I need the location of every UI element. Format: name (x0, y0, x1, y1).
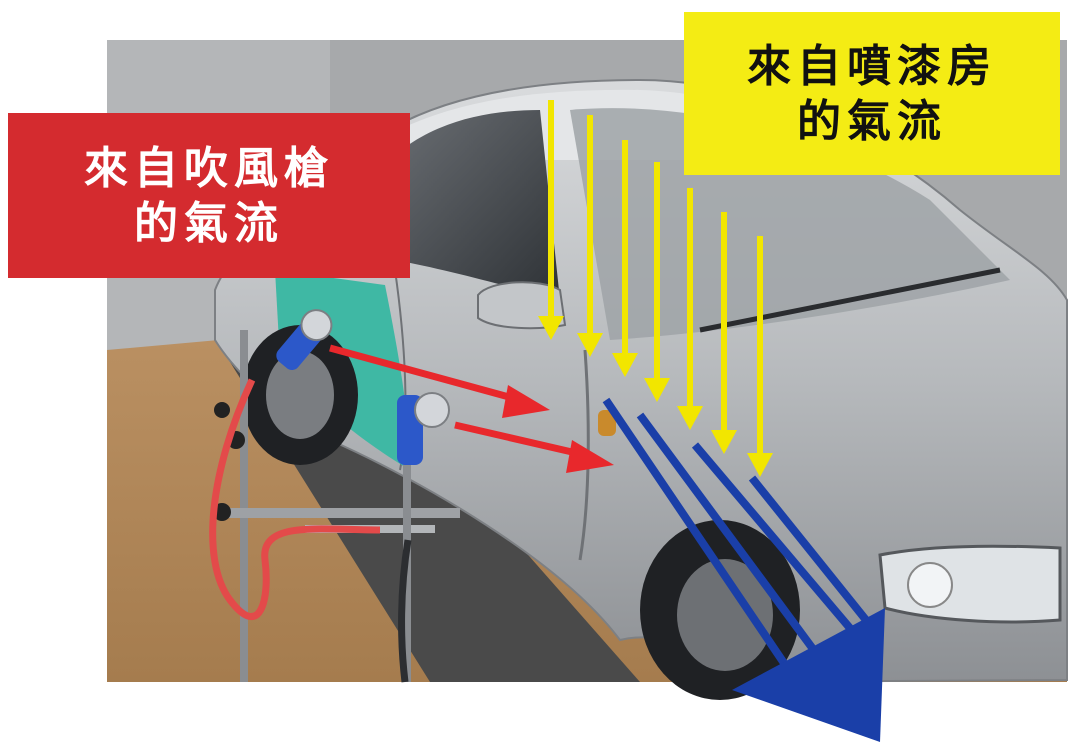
booth-airflow-arrows (548, 100, 763, 455)
combined-line-3 (691, 442, 864, 643)
gun-arrow-1-shaft (329, 344, 521, 404)
car-side-window (380, 110, 560, 300)
booth-arrowhead-4 (644, 378, 670, 402)
headlight-lens (907, 562, 953, 608)
stand-crossbar (225, 508, 460, 518)
gun-airflow-arrows (329, 344, 614, 473)
car-windshield (570, 108, 1010, 340)
booth-airflow-arrowheads (538, 316, 773, 477)
combined-line-2 (636, 412, 834, 675)
booth-arrowhead-1 (538, 316, 564, 340)
stand-pole (240, 330, 248, 682)
combined-line-4 (748, 475, 874, 628)
spray-gun-airflow-label-line2: 的氣流 (134, 197, 284, 249)
paint-booth-airflow-label: 來自噴漆房 的氣流 (684, 12, 1060, 175)
booth-arrowhead-5 (677, 406, 703, 430)
paint-booth-airflow-label-line1: 來自噴漆房 (747, 40, 997, 92)
spray-gun-airflow-label-line1: 來自吹風槍 (84, 142, 334, 194)
front-rim (677, 559, 773, 671)
gun-arrow-2-shaft (454, 421, 586, 459)
turn-signal (598, 410, 616, 436)
booth-arrowhead-6 (711, 430, 737, 454)
booth-arrowhead-2 (577, 333, 603, 357)
wiper (699, 267, 1001, 333)
combined-airflow-arrows (602, 397, 874, 675)
rear-rim (266, 351, 334, 439)
gun-arrow-2-head (566, 440, 614, 473)
air-hose-dark (398, 539, 412, 683)
stand-knob-3 (214, 402, 230, 418)
lower-blower-gun (397, 392, 450, 465)
spray-gun-airflow-label: 來自吹風槍 的氣流 (8, 113, 410, 278)
air-hose-icon (209, 378, 381, 620)
booth-arrowhead-3 (612, 353, 638, 377)
combined-line-1 (602, 397, 794, 675)
headlight (878, 544, 1062, 624)
combined-arrowhead (732, 608, 885, 742)
upper-blower-gun (276, 309, 333, 370)
gun-arrow-1-head (502, 385, 550, 418)
paint-booth-airflow-label-line2: 的氣流 (797, 95, 947, 147)
booth-arrowhead-7 (747, 453, 773, 477)
